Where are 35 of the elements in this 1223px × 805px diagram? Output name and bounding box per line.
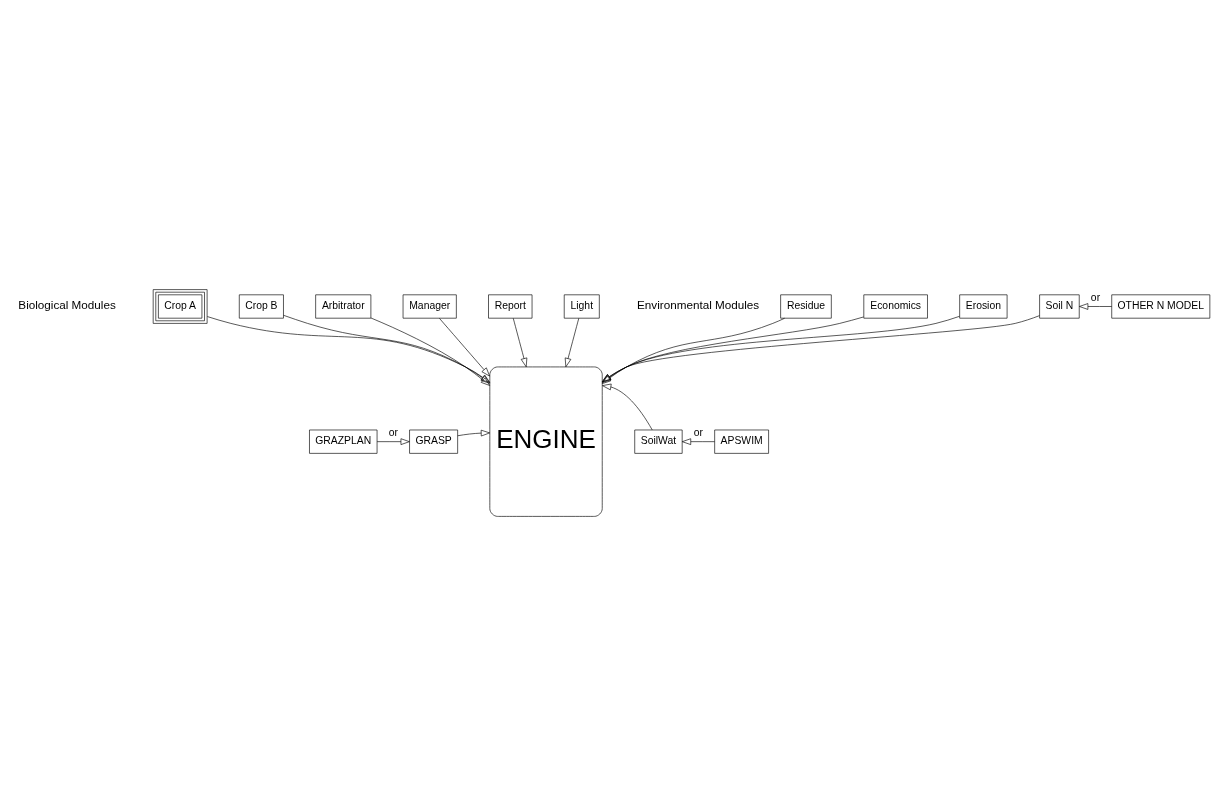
- arrow: [376, 437, 410, 445]
- node-box: GRASP: [409, 429, 458, 454]
- arrow: [564, 317, 580, 367]
- arrow: [457, 429, 490, 436]
- arrow: [370, 317, 490, 386]
- arrow: [512, 317, 528, 367]
- arrow: [602, 383, 653, 430]
- arrow: [681, 437, 715, 445]
- label: Biological Modules: [18, 297, 116, 311]
- arrow: [1079, 302, 1112, 310]
- arrow: [207, 315, 491, 383]
- node-box: Light: [563, 293, 600, 318]
- arrow: [439, 317, 490, 376]
- node-box: OTHER N MODEL: [1111, 293, 1211, 318]
- node-box: Report: [488, 293, 533, 318]
- node-box: Arbitrator: [315, 293, 372, 318]
- node-box: SoilWat: [634, 429, 683, 454]
- arrow: [601, 314, 1040, 382]
- edge-label: or: [388, 426, 398, 438]
- arrow: [283, 314, 490, 384]
- node-box: Soil N: [1039, 293, 1080, 318]
- node-box: Economics: [863, 293, 928, 318]
- node-box: APSWIM: [714, 429, 769, 454]
- node-box: Erosion: [959, 293, 1008, 318]
- arrow: [602, 315, 960, 382]
- arrow: [601, 317, 785, 384]
- node-box: Crop B: [238, 293, 284, 318]
- arrow: [602, 316, 864, 383]
- node-box: ENGINE: [489, 366, 603, 517]
- edge-label: or: [693, 426, 704, 438]
- edge-label: or: [1090, 291, 1101, 303]
- node-box: Manager: [402, 293, 457, 318]
- node-box: Residue: [780, 293, 832, 318]
- node-box: GRAZPLAN: [309, 429, 378, 454]
- label: Environmental Modules: [637, 297, 760, 311]
